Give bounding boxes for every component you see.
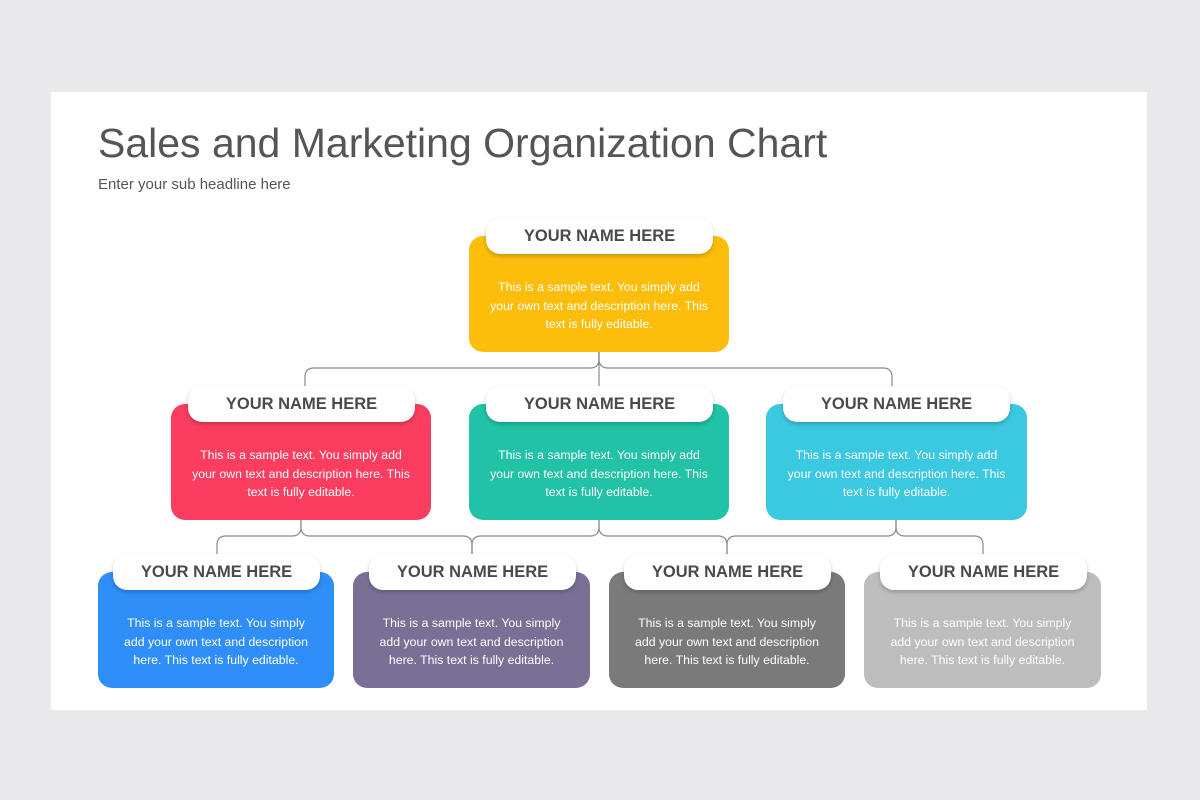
page-subtitle: Enter your sub headline here	[98, 176, 291, 193]
org-node-level2-center[interactable]: This is a sample text. You simply add yo…	[469, 404, 729, 520]
node-name-label: YOUR NAME HERE	[369, 554, 576, 590]
node-name-label: YOUR NAME HERE	[880, 554, 1087, 590]
org-node-level3-3[interactable]: This is a sample text. You simply add yo…	[609, 572, 845, 688]
node-description: This is a sample text. You simply add yo…	[124, 616, 308, 667]
node-description: This is a sample text. You simply add yo…	[890, 616, 1075, 667]
node-description: This is a sample text. You simply add yo…	[635, 616, 819, 667]
node-name-label: YOUR NAME HERE	[624, 554, 831, 590]
node-description: This is a sample text. You simply add yo…	[379, 616, 564, 667]
node-description: This is a sample text. You simply add yo…	[490, 448, 708, 499]
org-node-level3-2[interactable]: This is a sample text. You simply add yo…	[353, 572, 590, 688]
node-name-label: YOUR NAME HERE	[188, 386, 415, 422]
node-description: This is a sample text. You simply add yo…	[787, 448, 1006, 499]
page-title: Sales and Marketing Organization Chart	[98, 120, 828, 166]
node-name-label: YOUR NAME HERE	[486, 386, 713, 422]
node-name-label: YOUR NAME HERE	[783, 386, 1010, 422]
org-node-level2-left[interactable]: This is a sample text. You simply add yo…	[171, 404, 431, 520]
org-node-level3-4[interactable]: This is a sample text. You simply add yo…	[864, 572, 1101, 688]
org-node-level2-right[interactable]: This is a sample text. You simply add yo…	[766, 404, 1027, 520]
node-description: This is a sample text. You simply add yo…	[192, 448, 410, 499]
org-node-top[interactable]: This is a sample text. You simply add yo…	[469, 236, 729, 352]
node-description: This is a sample text. You simply add yo…	[490, 280, 708, 331]
node-name-label: YOUR NAME HERE	[486, 218, 713, 254]
node-name-label: YOUR NAME HERE	[113, 554, 320, 590]
org-node-level3-1[interactable]: This is a sample text. You simply add yo…	[98, 572, 334, 688]
